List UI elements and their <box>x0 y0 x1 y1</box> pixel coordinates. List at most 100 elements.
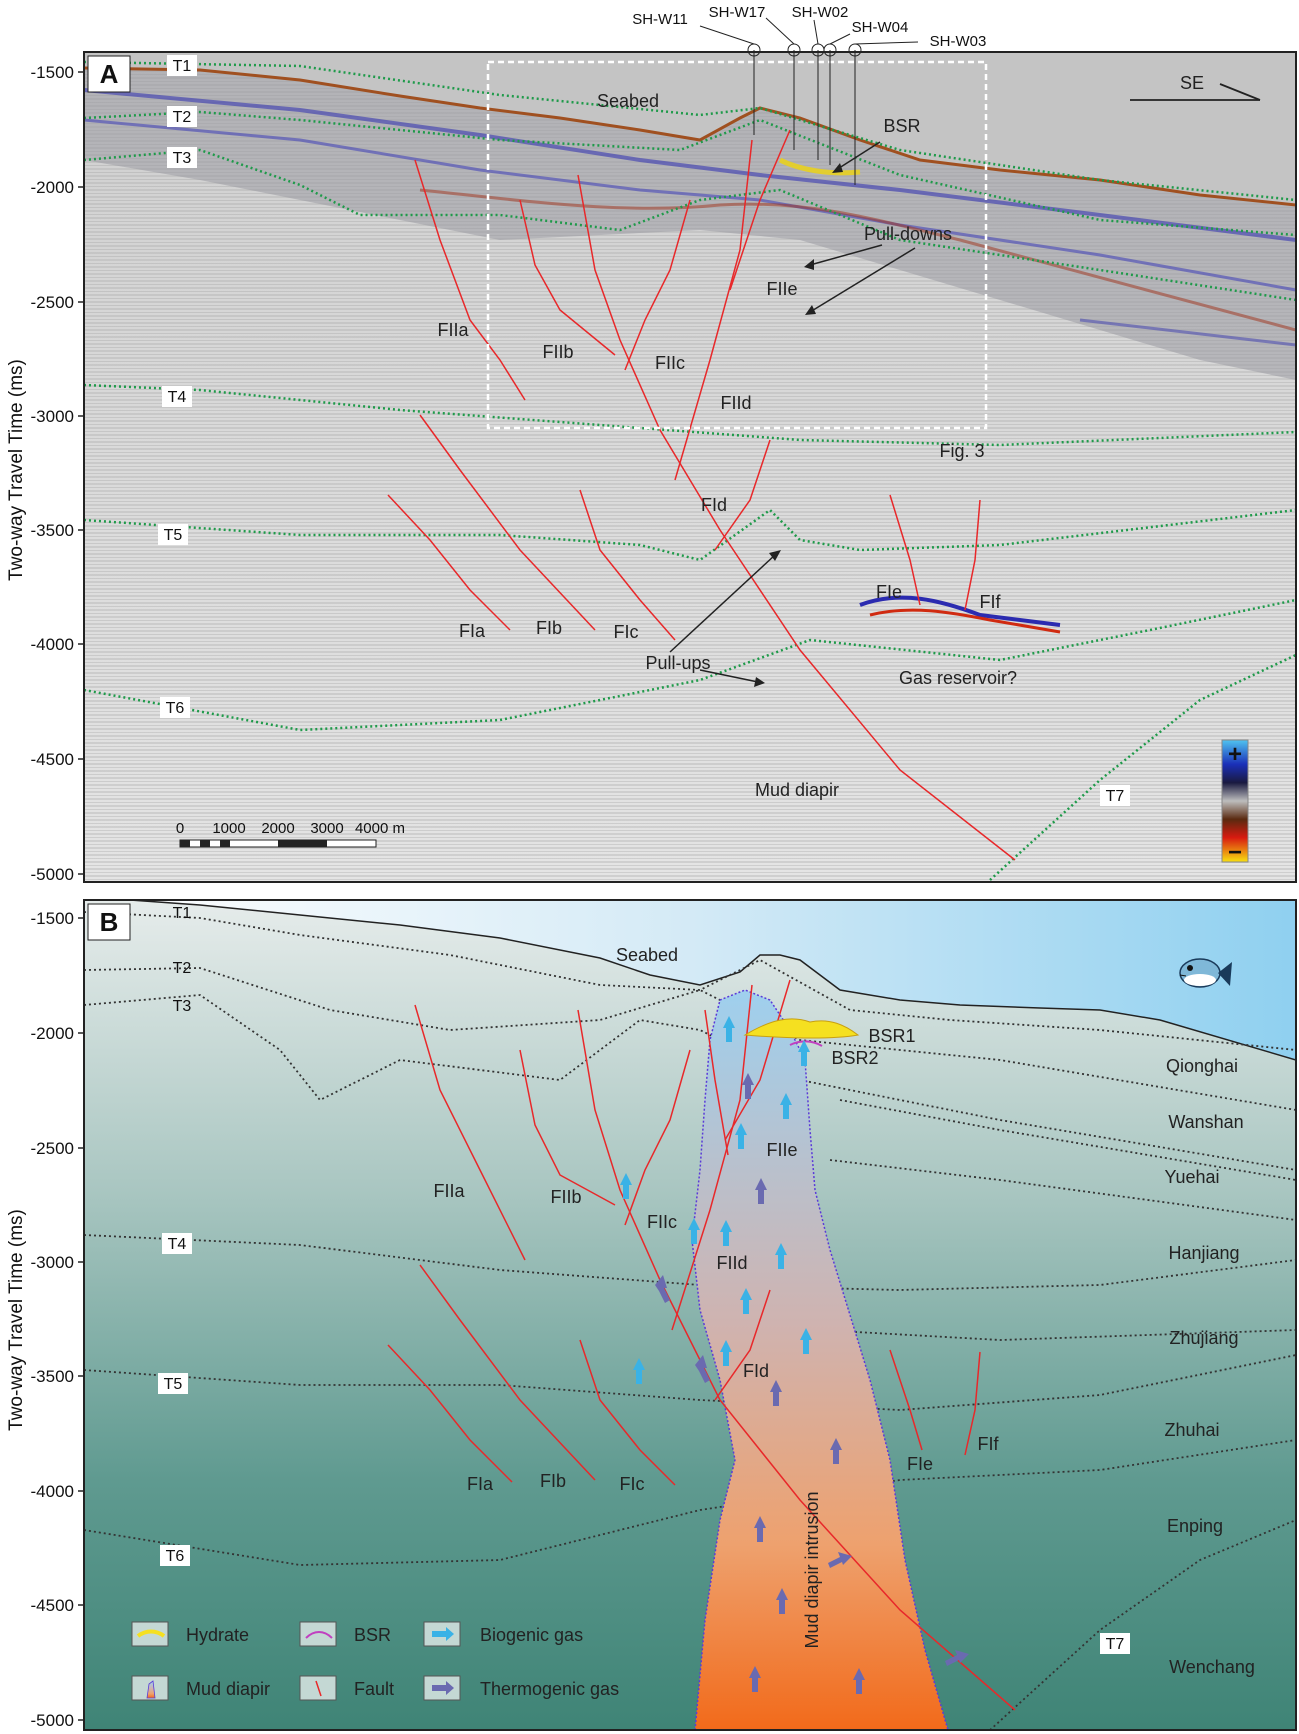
fault-b-fiia: FIIa <box>433 1181 465 1201</box>
amplitude-colorbar: + − <box>1221 739 1249 866</box>
seabed-line-b <box>129 900 1296 1061</box>
thermogenic-gas-arrows <box>655 1073 969 1694</box>
hydrate-icon <box>136 1629 166 1638</box>
legend-item-fault: Fault <box>299 1675 394 1701</box>
fault-a-fiic: FIIc <box>655 353 685 373</box>
label-gas-reservoir: Gas reservoir? <box>899 668 1017 688</box>
fault-b-fif: FIf <box>978 1434 1000 1454</box>
horizon-b-t1: T1 <box>173 905 192 922</box>
y-axis-label-a: Two-way Travel Time (ms) <box>6 359 27 581</box>
horizon-b-t6: T6 <box>166 1548 185 1565</box>
panel-a: A -1500 -2000 -2500 -3000 -3500 -4000 -4… <box>6 4 1297 884</box>
fault-a-fiid: FIId <box>720 393 751 413</box>
label-fig3: Fig. 3 <box>939 441 984 461</box>
legend-item-bsr: BSR <box>299 1621 391 1647</box>
seismic-section <box>84 52 1296 882</box>
y-tick-b-1500: -1500 <box>31 909 74 928</box>
label-mud-diapir-intrusion: Mud diapir intrusion <box>802 1491 822 1648</box>
legend-item-thermogenic-gas: Thermogenic gas <box>423 1675 619 1701</box>
fault-b-fid: FId <box>743 1361 769 1381</box>
scale-1000: 1000 <box>212 820 245 837</box>
fault-b-fiic: FIIc <box>647 1212 677 1232</box>
thermogenic-gas-icon <box>432 1681 454 1695</box>
formation-yuehai: Yuehai <box>1164 1167 1219 1187</box>
hydrate-layer <box>743 1018 860 1039</box>
fault-b-fia: FIa <box>467 1474 494 1494</box>
horizon-labels-a: T1 T2 T3 T4 T5 T6 T7 <box>158 55 1130 806</box>
label-bsr1: BSR1 <box>868 1026 915 1046</box>
horizon-b-t4: T4 <box>168 1236 187 1253</box>
y-tick-a-4500: -4500 <box>31 750 74 769</box>
well-sh-w03: SH-W03 <box>930 33 987 50</box>
y-tick-b-3000: -3000 <box>31 1253 74 1272</box>
y-tick-b-5000: -5000 <box>31 1711 74 1730</box>
formation-wanshan: Wanshan <box>1168 1112 1243 1132</box>
horizons-a <box>84 60 1296 881</box>
legend-label-mud-diapir: Mud diapir <box>186 1679 270 1699</box>
horizon-a-t6: T6 <box>166 700 185 717</box>
fault-b-fiid: FIId <box>716 1253 747 1273</box>
fault-b-fie: FIe <box>907 1454 933 1474</box>
fault-a-fiib: FIIb <box>542 342 573 362</box>
scale-4000: 4000 m <box>355 820 405 837</box>
horizon-b-t5: T5 <box>164 1376 183 1393</box>
fault-a-fic: FIc <box>614 622 639 642</box>
bsr-arrow <box>835 141 881 171</box>
faults-a <box>387 129 1016 861</box>
label-mud-diapir: Mud diapir <box>755 780 839 800</box>
fig3-box <box>486 60 988 430</box>
scale-3000: 3000 <box>310 820 343 837</box>
fault-a-fib: FIb <box>536 618 562 638</box>
scale-bar: 0 1000 2000 3000 4000 m <box>176 820 405 848</box>
biogenic-gas-arrows <box>620 1016 812 1384</box>
legend-label-hydrate: Hydrate <box>186 1625 249 1645</box>
panel-a-frame <box>83 51 1297 883</box>
y-tick-b-2500: -2500 <box>31 1139 74 1158</box>
wells: SH-W11 SH-W17 SH-W02 SH-W04 SH-W03 <box>632 4 986 185</box>
fault-labels-a: FIIa FIIb FIIc FIId FIIe FId FIa FIb FIc… <box>437 279 1001 642</box>
label-pull-ups: Pull-ups <box>645 653 710 673</box>
direction-label: SE <box>1180 73 1204 93</box>
horizon-a-t3: T3 <box>173 150 192 167</box>
y-tick-a-5000: -5000 <box>31 865 74 884</box>
well-sh-w17: SH-W17 <box>709 4 766 21</box>
formation-zhujiang: Zhujiang <box>1169 1328 1238 1348</box>
y-tick-a-3000: -3000 <box>31 407 74 426</box>
fault-labels-b: FIIa FIIb FIIc FIId FIIe FId FIa FIb FIc… <box>433 1140 999 1494</box>
fault-b-fib: FIb <box>540 1471 566 1491</box>
horizon-b-t7: T7 <box>1106 1636 1125 1653</box>
horizon-labels-b: T1 T2 T3 T4 T5 T6 T7 <box>158 905 1130 1654</box>
panel-b-letter-box <box>87 903 131 941</box>
y-tick-b-3500: -3500 <box>31 1367 74 1386</box>
fault-icon <box>315 1680 322 1697</box>
direction-indicator: SE <box>1130 73 1261 101</box>
panel-b: B -1500 -2000 -2500 -3000 -3500 -4000 -4… <box>6 899 1297 1731</box>
faults-b <box>387 979 1016 1711</box>
y-tick-b-4000: -4000 <box>31 1482 74 1501</box>
well-sh-w04: SH-W04 <box>852 19 909 36</box>
colorbar-plus: + <box>1228 741 1242 768</box>
fault-b-fiib: FIIb <box>550 1187 581 1207</box>
legend-item-mud-diapir: Mud diapir <box>131 1675 270 1701</box>
fish-icon <box>1179 958 1232 988</box>
legend-label-bsr: BSR <box>354 1625 391 1645</box>
legend-label-biogenic-gas: Biogenic gas <box>480 1625 583 1645</box>
fault-b-fiie: FIIe <box>766 1140 797 1160</box>
formation-hanjiang: Hanjiang <box>1168 1243 1239 1263</box>
legend: Hydrate BSR Biogenic gas Mud diapir Faul <box>131 1621 619 1701</box>
label-bsr2: BSR2 <box>831 1048 878 1068</box>
formation-wenchang: Wenchang <box>1169 1657 1255 1677</box>
horizon-b-t2: T2 <box>173 960 192 977</box>
formation-qionghai: Qionghai <box>1166 1056 1238 1076</box>
y-tick-a-3500: -3500 <box>31 521 74 540</box>
y-tick-b-2000: -2000 <box>31 1024 74 1043</box>
fault-a-fid: FId <box>701 495 727 515</box>
legend-label-thermogenic-gas: Thermogenic gas <box>480 1679 619 1699</box>
legend-item-biogenic-gas: Biogenic gas <box>423 1621 583 1647</box>
label-seabed-b: Seabed <box>616 945 678 965</box>
label-bsr-a: BSR <box>883 116 920 136</box>
bsr-icon <box>305 1631 333 1639</box>
scale-0: 0 <box>176 820 184 837</box>
horizon-b-t3: T3 <box>173 998 192 1015</box>
fault-a-fif: FIf <box>980 592 1002 612</box>
